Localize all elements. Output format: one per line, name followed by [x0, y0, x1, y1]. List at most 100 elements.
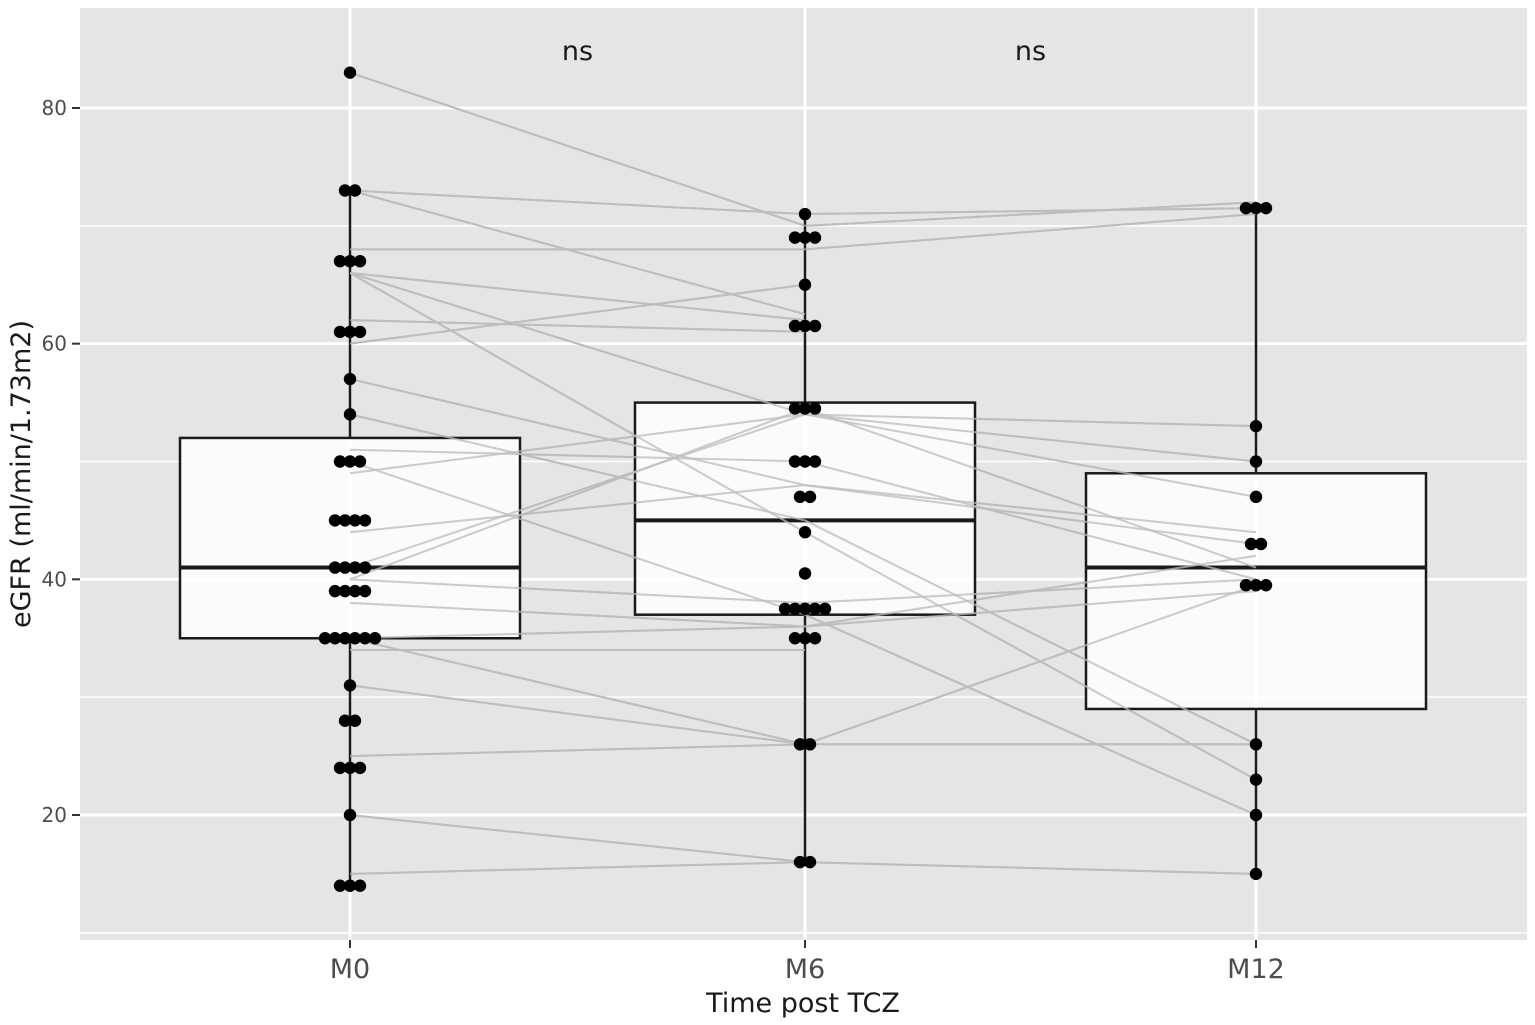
data-point-M6 [788, 632, 802, 645]
data-point-M6 [803, 738, 817, 751]
paired-line-segment [349, 460, 806, 616]
paired-line-segment [349, 448, 806, 463]
paired-line-segment [804, 484, 1257, 545]
data-point-M0 [368, 632, 382, 645]
x-tick-label: M12 [1227, 954, 1285, 985]
data-point-M12 [1254, 537, 1268, 551]
paired-line-segment [804, 413, 1257, 498]
data-point-M12 [1249, 579, 1263, 592]
paired-line-segment [349, 71, 806, 227]
data-point-M6 [793, 855, 807, 869]
paired-line-segment [349, 625, 806, 640]
data-point-M12 [1249, 867, 1263, 881]
paired-line-segment [804, 413, 1257, 428]
data-point-M0 [338, 632, 352, 645]
data-point-M0 [333, 879, 347, 892]
paired-line-segment [349, 684, 806, 746]
data-point-M6 [793, 738, 807, 751]
data-point-M6 [798, 319, 812, 333]
paired-line-segment [349, 814, 806, 864]
data-point-M0 [328, 514, 342, 527]
paired-line-segment [804, 460, 1257, 581]
data-point-M12 [1244, 537, 1258, 551]
data-point-M0 [348, 632, 362, 645]
data-point-M0 [358, 632, 372, 645]
paired-line-segment [349, 271, 806, 322]
paired-line-segment [349, 743, 806, 758]
data-point-M6 [803, 490, 817, 504]
data-point-M0 [343, 679, 357, 692]
paired-line-segment [349, 319, 806, 333]
x-tick-label: M0 [330, 954, 370, 985]
paired-line-segment [804, 613, 1257, 816]
paired-line-segment [804, 531, 1257, 781]
data-point-M6 [808, 319, 822, 333]
data-point-M0 [318, 632, 332, 645]
x-tick-label: M6 [785, 954, 825, 985]
paired-line-segment [349, 283, 806, 345]
data-point-M6 [808, 632, 822, 645]
data-point-M0 [338, 561, 352, 574]
paired-line-segment [349, 861, 806, 875]
data-point-M6 [808, 231, 822, 244]
data-point-M6 [788, 455, 802, 468]
data-point-M0 [333, 455, 347, 468]
data-point-M6 [798, 402, 812, 415]
data-point-M0 [343, 455, 357, 468]
data-point-M6 [798, 602, 812, 615]
paired-line-segment [804, 213, 1257, 251]
data-point-M0 [358, 584, 372, 598]
data-point-M0 [328, 561, 342, 574]
data-point-M6 [808, 402, 822, 415]
paired-line-segment [349, 378, 806, 487]
data-point-M12 [1239, 579, 1253, 592]
data-point-M6 [793, 490, 807, 504]
data-point-M6 [788, 602, 802, 615]
data-point-M0 [343, 879, 357, 892]
data-point-M12 [1249, 738, 1263, 751]
data-point-M0 [343, 325, 357, 339]
paired-line-segment [349, 272, 806, 534]
paired-line-segment [804, 484, 1257, 534]
x-axis-title: Time post TCZ [705, 988, 900, 1019]
data-point-M0 [343, 408, 357, 421]
data-point-M12 [1249, 201, 1263, 215]
y-tick-label: 40 [42, 567, 67, 591]
data-point-M0 [333, 325, 347, 339]
data-point-M0 [343, 808, 357, 822]
y-axis-title: eGFR (ml/min/1.73m2) [6, 320, 37, 628]
data-point-M6 [798, 231, 812, 244]
paired-line-segment [804, 519, 1257, 746]
paired-line-segment [349, 601, 806, 628]
data-point-M6 [818, 602, 832, 615]
paired-line-segment [349, 413, 806, 569]
data-point-M12 [1249, 490, 1263, 504]
data-point-M0 [328, 584, 342, 598]
paired-line-segment [804, 207, 1257, 216]
x-axis: M0 M6 M12 [330, 940, 1285, 985]
data-point-M0 [353, 254, 367, 268]
paired-line-segment [804, 554, 1257, 628]
data-point-M6 [798, 455, 812, 468]
data-point-M12 [1249, 773, 1263, 786]
data-point-M6 [788, 319, 802, 333]
data-point-M0 [353, 455, 367, 468]
data-point-M0 [348, 184, 362, 197]
paired-line-segment [804, 201, 1257, 227]
data-point-M0 [348, 514, 362, 527]
data-point-M12 [1249, 419, 1263, 433]
data-point-M12 [1249, 808, 1263, 822]
data-point-M6 [808, 602, 822, 615]
data-point-M12 [1249, 455, 1263, 468]
y-tick-label: 20 [42, 803, 67, 827]
data-point-M0 [343, 761, 357, 775]
data-point-M0 [353, 325, 367, 339]
data-point-M0 [348, 714, 362, 727]
data-point-M6 [803, 855, 817, 869]
paired-line-segment [349, 413, 806, 475]
paired-line-segment [349, 637, 806, 746]
data-point-M12 [1259, 201, 1273, 215]
data-point-M0 [353, 879, 367, 892]
